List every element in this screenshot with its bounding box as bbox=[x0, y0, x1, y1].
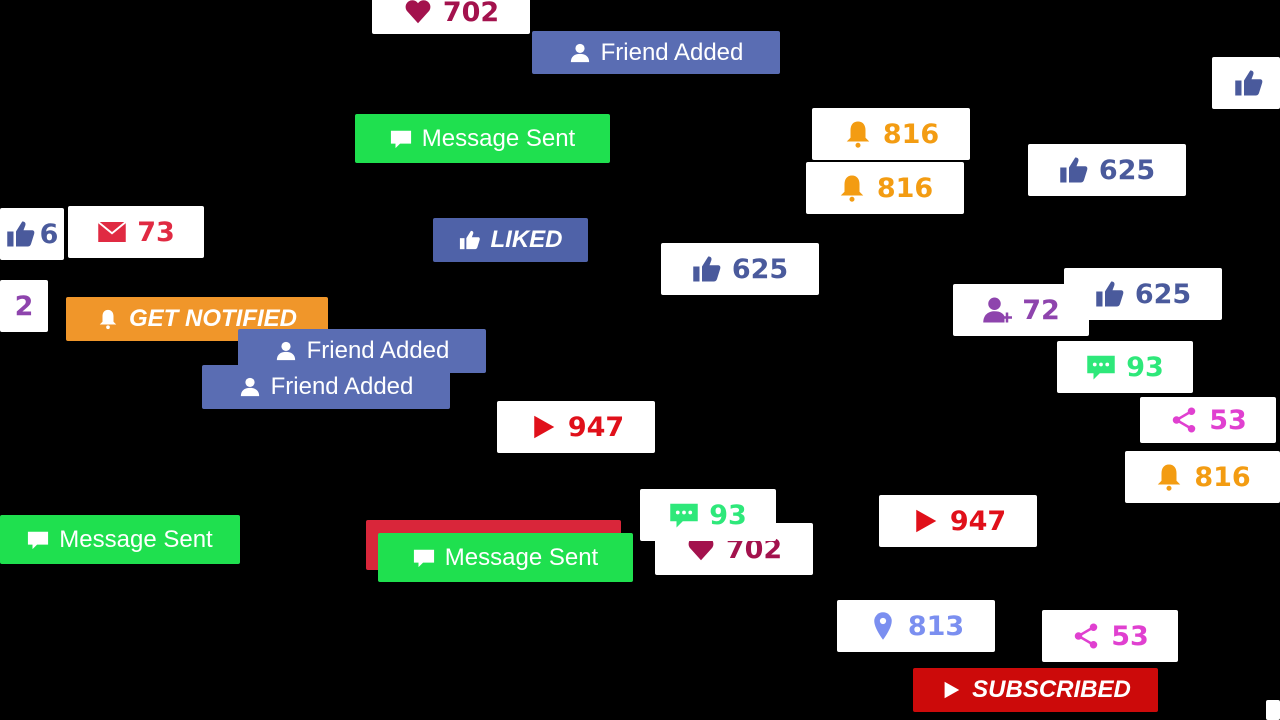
badge-text: 6 bbox=[39, 218, 59, 250]
share-icon bbox=[1172, 407, 1196, 433]
heart-icon bbox=[688, 537, 714, 561]
badge-text: 625 bbox=[1134, 278, 1192, 310]
badge-text: Message Sent bbox=[421, 124, 576, 152]
badge-text: 625 bbox=[1098, 154, 1156, 186]
thumb-icon bbox=[1096, 281, 1124, 307]
badge-text: 947 bbox=[949, 505, 1007, 537]
thumb-icon bbox=[459, 230, 480, 250]
notification-badge: 947 bbox=[497, 401, 655, 453]
badge-text: 702 bbox=[442, 0, 500, 28]
chat-icon bbox=[28, 531, 49, 549]
notification-badge: Message Sent bbox=[378, 533, 633, 582]
badge-text: 947 bbox=[567, 411, 625, 443]
badge-text: 73 bbox=[137, 216, 175, 248]
heart-icon bbox=[405, 0, 431, 24]
thumb-icon bbox=[1235, 70, 1263, 96]
pin-icon bbox=[874, 612, 892, 640]
notification-badge: 72 bbox=[953, 284, 1089, 336]
share-icon bbox=[1074, 623, 1098, 649]
badge-text: 813 bbox=[907, 610, 965, 642]
notification-badge: 947 bbox=[879, 495, 1037, 547]
notification-badge: 625 bbox=[661, 243, 819, 295]
user-icon bbox=[240, 377, 259, 397]
badge-text: 53 bbox=[1111, 620, 1149, 652]
notification-badge: 816 bbox=[1125, 451, 1280, 503]
thumb-icon bbox=[6, 221, 34, 247]
bell-icon bbox=[1158, 464, 1181, 491]
notification-badge: LIKED bbox=[433, 218, 588, 262]
notification-badge bbox=[1266, 700, 1280, 720]
badge-text: Message Sent bbox=[59, 525, 213, 553]
notification-badge: 6 bbox=[0, 208, 64, 260]
notification-badge: 816 bbox=[812, 108, 970, 160]
notification-badge: 813 bbox=[837, 600, 995, 652]
user-add-icon bbox=[983, 297, 1013, 323]
user-icon bbox=[570, 43, 589, 62]
notification-badge: 625 bbox=[1028, 144, 1186, 196]
badge-text: 816 bbox=[882, 118, 940, 150]
chat-icon bbox=[670, 503, 698, 528]
notification-badge: 625 bbox=[1064, 268, 1222, 320]
bell-icon bbox=[99, 309, 117, 330]
badge-text: 93 bbox=[709, 499, 747, 531]
thumb-icon bbox=[1060, 157, 1088, 183]
play-icon bbox=[534, 415, 555, 439]
notification-badge: 2 bbox=[0, 280, 48, 332]
bell-icon bbox=[840, 175, 864, 202]
badge-text: 93 bbox=[1126, 351, 1164, 383]
notification-badge: 73 bbox=[68, 206, 204, 258]
badge-text: Friend Added bbox=[306, 337, 450, 364]
badge-text: 816 bbox=[876, 172, 934, 204]
user-icon bbox=[276, 341, 295, 361]
badge-text: 72 bbox=[1022, 294, 1060, 326]
notification-badge: SUBSCRIBED bbox=[913, 668, 1158, 712]
notification-badge: 53 bbox=[1140, 397, 1276, 443]
play-icon bbox=[944, 681, 960, 699]
notification-badge: Message Sent bbox=[0, 515, 240, 564]
chat-icon bbox=[413, 549, 434, 567]
badge-text: LIKED bbox=[490, 226, 563, 253]
badge-text: 625 bbox=[731, 253, 789, 285]
bell-icon bbox=[846, 121, 870, 148]
badge-text: 53 bbox=[1209, 404, 1247, 436]
chat-icon bbox=[1087, 355, 1115, 380]
badge-text: 2 bbox=[14, 290, 34, 322]
badge-text: GET NOTIFIED bbox=[129, 305, 297, 332]
thumb-icon bbox=[693, 256, 721, 282]
notification-badge: 816 bbox=[806, 162, 964, 214]
badge-text: SUBSCRIBED bbox=[972, 676, 1131, 703]
notification-badge: 53 bbox=[1042, 610, 1178, 662]
notification-badge: Friend Added bbox=[532, 31, 780, 74]
notification-badge: 93 bbox=[640, 489, 776, 541]
badge-text: Friend Added bbox=[600, 38, 744, 66]
notification-badge: Message Sent bbox=[355, 114, 610, 163]
badge-text: 816 bbox=[1194, 461, 1251, 493]
notification-badge: 702 bbox=[372, 0, 530, 34]
chat-icon bbox=[390, 130, 411, 148]
play-icon bbox=[916, 509, 937, 533]
notification-badge: Friend Added bbox=[202, 365, 450, 409]
mail-icon bbox=[97, 221, 127, 242]
notification-badge: 93 bbox=[1057, 341, 1193, 393]
badge-text: Message Sent bbox=[444, 543, 599, 571]
notification-badge bbox=[1212, 57, 1280, 109]
badge-text: Friend Added bbox=[270, 373, 414, 400]
